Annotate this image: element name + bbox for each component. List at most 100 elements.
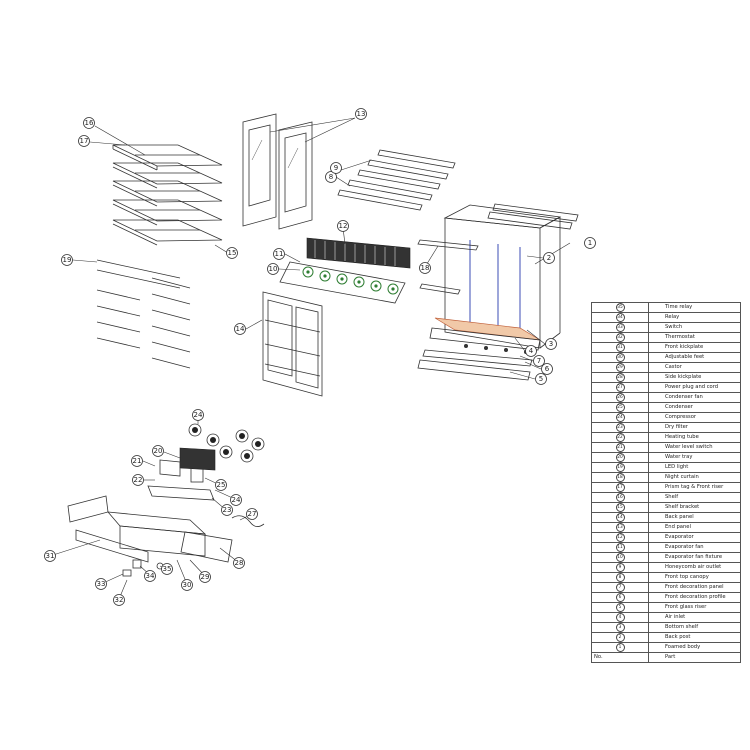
callout-11: 11 [273,248,285,260]
svg-text:9: 9 [334,164,338,172]
part-number-balloon: 26 [615,393,625,402]
svg-text:22: 22 [134,476,143,484]
part-name-cell: Air inlet [648,612,741,623]
parts-table-row: 10 Evaporator fan fixture [591,552,741,563]
part-name-cell: Heating tube [648,432,741,443]
svg-text:34: 34 [146,572,155,580]
part-number-cell: 13 [591,522,649,533]
parts-table-row: 16 Shelf [591,492,741,503]
part-name-cell: Shelf [648,492,741,503]
part-name-cell: Evaporator [648,532,741,543]
part-name-cell: Front glass riser [648,602,741,613]
parts-table-header: No.Part [591,652,741,663]
part-number-balloon: 7 [615,583,625,592]
part-number-balloon: 25 [615,403,625,412]
top-canopy-profiles [337,149,579,230]
part-number-balloon: 35 [615,303,625,312]
part-number-balloon: 10 [615,553,625,562]
part-number-balloon: 24 [615,413,625,422]
callout-12: 12 [337,220,349,232]
callout-35: 35 [161,563,173,575]
part-name-cell: Side kickplate [648,372,741,383]
part-number-cell: 2 [591,632,649,643]
part-number-balloon: 30 [615,353,625,362]
svg-text:2: 2 [547,254,551,262]
callout-22: 22 [132,474,144,486]
callout-1: 1 [584,237,596,249]
part-name-cell: Front decoration profile [648,592,741,603]
svg-text:32: 32 [115,596,124,604]
part-name-cell: Water tray [648,452,741,463]
part-number-cell: 6 [591,592,649,603]
part-number-cell: 11 [591,542,649,553]
part-number-cell: 33 [591,322,649,333]
callout-24b: 24 [230,494,242,506]
part-name-cell: Thermostat [648,332,741,343]
part-number-balloon: 9 [615,563,625,572]
part-number-cell: 20 [591,452,649,463]
part-number-cell: 10 [591,552,649,563]
callout-28: 28 [233,557,245,569]
header-no: No. [591,652,649,663]
part-number-cell: 22 [591,432,649,443]
svg-text:25: 25 [217,481,226,489]
part-name-cell: Honeycomb air outlet [648,562,741,573]
svg-text:14: 14 [236,325,245,333]
part-number-cell: 4 [591,612,649,623]
callout-33: 33 [95,578,107,590]
svg-text:10: 10 [269,265,278,273]
svg-text:15: 15 [228,249,237,257]
part-number-balloon: 32 [615,333,625,342]
callout-5: 5 [535,373,547,385]
svg-text:16: 16 [85,119,94,127]
part-number-balloon: 13 [615,523,625,532]
part-number-balloon: 28 [615,373,625,382]
callout-13: 13 [355,108,367,120]
part-number-balloon: 23 [615,423,625,432]
part-number-balloon: 16 [615,493,625,502]
part-name-cell: Back panel [648,512,741,523]
part-number-cell: 24 [591,412,649,423]
part-name-cell: Evaporator fan fixture [648,552,741,563]
part-name-cell: Shelf bracket [648,502,741,513]
part-name-cell: Water level switch [648,442,741,453]
part-number-cell: 30 [591,352,649,363]
part-number-cell: 5 [591,602,649,613]
part-name-cell: Compressor [648,412,741,423]
led-light-rods [96,259,191,369]
svg-text:7: 7 [537,357,541,365]
part-number-cell: 8 [591,572,649,583]
svg-text:1: 1 [588,239,592,247]
part-number-cell: 21 [591,442,649,453]
part-name-cell: Foamed body [648,642,741,653]
callout-17: 17 [78,135,90,147]
end-panels [242,113,313,230]
callout-2: 2 [543,252,555,264]
svg-text:5: 5 [539,375,543,383]
callout-29: 29 [199,571,211,583]
callout-16: 16 [83,117,95,129]
part-number-cell: 15 [591,502,649,513]
part-number-cell: 29 [591,362,649,373]
callout-balloons: 1 2 3 4 5 6 7 8 9 10 11 12 13 14 15 16 1… [44,108,596,606]
evaporator-fan-fixture [279,261,406,304]
part-number-balloon: 2 [615,633,625,642]
part-number-balloon: 4 [615,613,625,622]
part-name-cell: Back post [648,632,741,643]
part-name-cell: Time relay [648,302,741,313]
part-number-cell: 31 [591,342,649,353]
part-number-cell: 34 [591,312,649,323]
callout-15: 15 [226,247,238,259]
